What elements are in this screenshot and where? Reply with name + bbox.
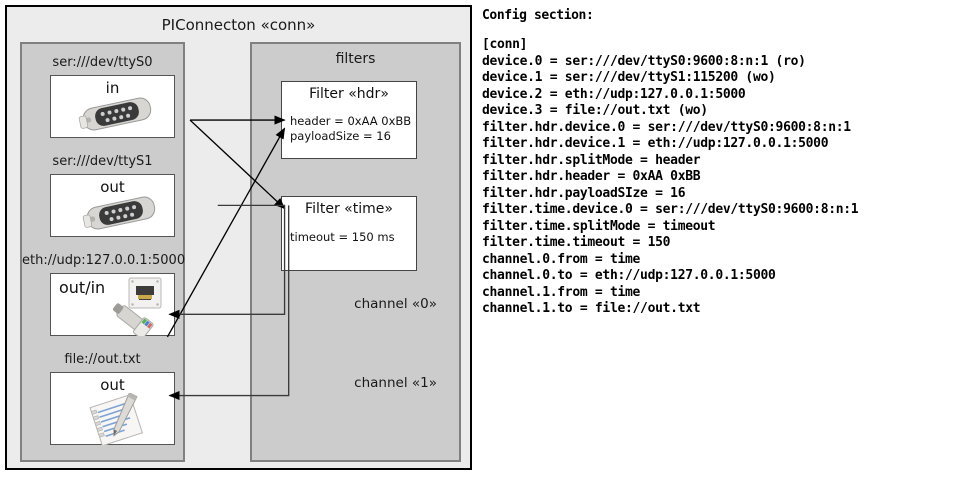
config-line: filter.hdr.device.1 = eth://udp:127.0.0.… bbox=[482, 136, 829, 151]
config-line: device.2 = eth://udp:127.0.0.1:5000 bbox=[482, 86, 746, 102]
config-line: channel.0.to = eth://udp:127.0.0.1:5000 bbox=[482, 268, 776, 283]
device-io-file: out bbox=[100, 376, 125, 394]
device-box-eth[interactable]: out/in bbox=[50, 273, 175, 340]
serial-port-icon bbox=[77, 93, 157, 135]
config-line: device.1 = ser:///dev/ttyS1:115200 (wo) bbox=[482, 70, 776, 85]
device-label-ttyS1: ser:///dev/ttyS1 bbox=[52, 154, 153, 169]
channel-label-1: channel «1» bbox=[354, 375, 437, 391]
device-box-file[interactable]: out bbox=[50, 372, 175, 447]
config-line: filter.time.device.0 = ser:///dev/ttyS0:… bbox=[482, 202, 859, 217]
config-line: device.0 = ser:///dev/ttyS0:9600:8:n:1 (… bbox=[482, 53, 806, 69]
config-line: filter.hdr.payloadSIze = 16 bbox=[482, 185, 686, 201]
component-frame: PIConnecton «conn» ser:///dev/ttyS0 in bbox=[5, 5, 472, 470]
config-line: filter.time.timeout = 150 bbox=[482, 235, 671, 250]
text-file-icon bbox=[85, 392, 155, 447]
component-title: PIConnecton «conn» bbox=[161, 16, 316, 34]
filters-panel-title: filters bbox=[335, 51, 376, 67]
config-line: filter.time.splitMode = timeout bbox=[482, 218, 716, 234]
filter-title-time: Filter «time» bbox=[305, 201, 393, 217]
device-label-ttyS0: ser:///dev/ttyS0 bbox=[52, 55, 153, 70]
device-io-eth: out/in bbox=[59, 278, 106, 297]
config-line: channel.1.to = file://out.txt bbox=[482, 301, 701, 316]
config-heading: Config section: bbox=[482, 8, 594, 23]
config-body: [conn]device.0 = ser:///dev/ttyS0:9600:8… bbox=[482, 37, 962, 318]
device-io-ttyS1: out bbox=[100, 178, 125, 196]
config-line: channel.1.from = time bbox=[482, 284, 641, 300]
config-line: filter.hdr.header = 0xAA 0xBB bbox=[482, 169, 701, 184]
filter-box-hdr[interactable]: Filter «hdr» header = 0xAA 0xBB payloadS… bbox=[281, 81, 417, 159]
device-io-ttyS0: in bbox=[105, 79, 120, 97]
config-line: device.3 = file://out.txt (wo) bbox=[482, 103, 708, 118]
filter-attr-timeout: timeout = 150 ms bbox=[290, 230, 395, 244]
device-label-eth: eth://udp:127.0.0.1:5000 bbox=[22, 253, 186, 268]
config-line: [conn] bbox=[482, 37, 528, 52]
channel-label-0: channel «0» bbox=[354, 296, 437, 312]
config-section: Config section: [conn]device.0 = ser:///… bbox=[482, 8, 962, 318]
filter-box-time[interactable]: Filter «time» timeout = 150 ms bbox=[281, 196, 417, 271]
filter-title-hdr: Filter «hdr» bbox=[309, 86, 389, 102]
filter-attr-payloadsize: payloadSize = 16 bbox=[290, 129, 391, 143]
filter-attr-header: header = 0xAA 0xBB bbox=[290, 114, 412, 128]
config-line: channel.0.from = time bbox=[482, 251, 641, 267]
ethernet-jack-icon bbox=[111, 276, 173, 340]
config-line: filter.hdr.splitMode = header bbox=[482, 152, 701, 168]
config-line: filter.hdr.device.0 = ser:///dev/ttyS0:9… bbox=[482, 119, 851, 135]
device-box-ttyS1[interactable]: out bbox=[50, 174, 175, 237]
devices-panel: ser:///dev/ttyS0 in bbox=[20, 42, 185, 462]
filters-panel: filters Filter «hdr» header = 0xAA 0xBB … bbox=[250, 42, 461, 462]
device-label-file: file://out.txt bbox=[64, 352, 141, 367]
serial-port-icon bbox=[81, 192, 161, 234]
device-box-ttyS0[interactable]: in bbox=[50, 75, 175, 138]
